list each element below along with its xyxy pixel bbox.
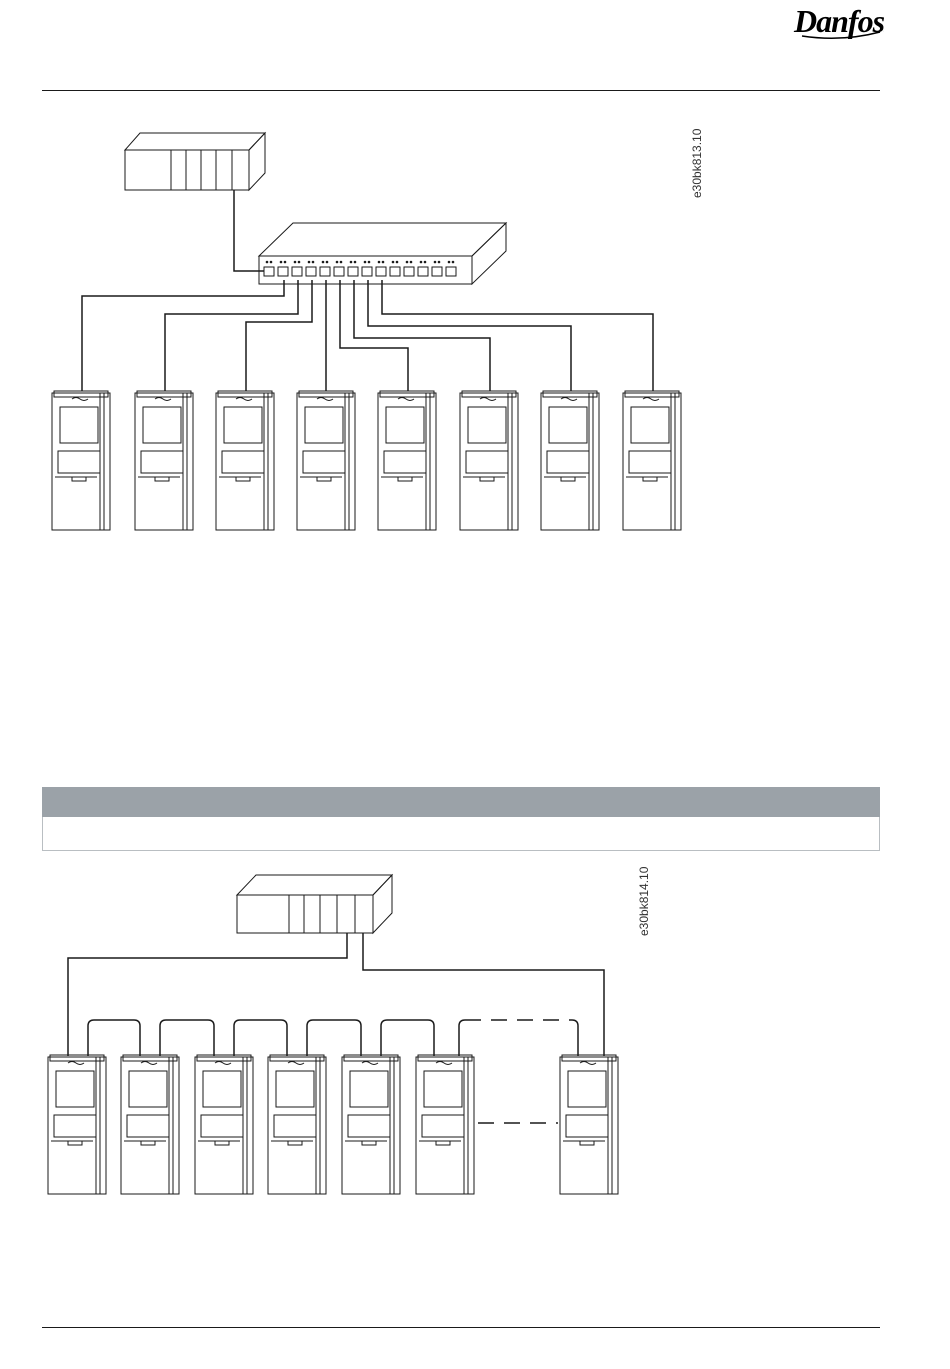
- frequency-drive: [52, 391, 110, 530]
- port-led: [410, 261, 412, 263]
- frequency-drive: [378, 391, 436, 530]
- brand-mark-icon: [236, 398, 252, 401]
- frequency-drive: [268, 1055, 326, 1194]
- header-rule: [42, 90, 880, 91]
- brand-mark-icon: [141, 1062, 157, 1065]
- port-led: [368, 261, 370, 263]
- switch-port: [432, 267, 442, 276]
- port-led: [420, 261, 422, 263]
- star-topology-diagram: [0, 100, 950, 560]
- table-header: [42, 787, 880, 817]
- frequency-drive: [195, 1055, 253, 1194]
- plc-controller: [237, 875, 392, 933]
- port-led: [294, 261, 296, 263]
- frequency-drive: [297, 391, 355, 530]
- port-led: [340, 261, 342, 263]
- port-led: [284, 261, 286, 263]
- port-led: [326, 261, 328, 263]
- brand-mark-icon: [480, 398, 496, 401]
- brand-mark-icon: [561, 398, 577, 401]
- frequency-drive: [460, 391, 518, 530]
- danfoss-logo: Danfoss: [792, 2, 884, 42]
- port-led: [266, 261, 268, 263]
- port-led: [364, 261, 366, 263]
- switch-port: [418, 267, 428, 276]
- port-led: [424, 261, 426, 263]
- switch-port: [306, 267, 316, 276]
- frequency-drive: [135, 391, 193, 530]
- brand-mark-icon: [72, 398, 88, 401]
- frequency-drive: [216, 391, 274, 530]
- brand-mark-icon: [436, 1062, 452, 1065]
- port-led: [308, 261, 310, 263]
- switch-port: [362, 267, 372, 276]
- switch-port: [292, 267, 302, 276]
- brand-mark-icon: [398, 398, 414, 401]
- switch-port: [320, 267, 330, 276]
- frequency-drive: [560, 1055, 618, 1194]
- brand-mark-icon: [155, 398, 171, 401]
- brand-mark-icon: [643, 398, 659, 401]
- port-led: [406, 261, 408, 263]
- switch-port: [376, 267, 386, 276]
- brand-mark-icon: [317, 398, 333, 401]
- line-topology-diagram: [0, 860, 950, 1210]
- frequency-drive: [541, 391, 599, 530]
- port-led: [448, 261, 450, 263]
- port-led: [382, 261, 384, 263]
- figure-code: e30bk813.10: [690, 129, 704, 198]
- switch-port: [446, 267, 456, 276]
- switch-port: [390, 267, 400, 276]
- frequency-drive: [48, 1055, 106, 1194]
- ethernet-switch: [259, 223, 506, 284]
- plc-controller: [125, 133, 265, 190]
- switch-port: [348, 267, 358, 276]
- switch-port: [334, 267, 344, 276]
- switch-port: [404, 267, 414, 276]
- frequency-drive: [623, 391, 681, 530]
- frequency-drive: [342, 1055, 400, 1194]
- port-led: [312, 261, 314, 263]
- port-led: [298, 261, 300, 263]
- table-body: [42, 817, 880, 851]
- brand-mark-icon: [215, 1062, 231, 1065]
- port-led: [378, 261, 380, 263]
- port-led: [322, 261, 324, 263]
- figure-star-topology: e30bk813.10: [0, 100, 950, 560]
- brand-mark-icon: [580, 1062, 596, 1065]
- port-led: [452, 261, 454, 263]
- port-led: [270, 261, 272, 263]
- frequency-drive: [121, 1055, 179, 1194]
- figure-code: e30bk814.10: [637, 867, 651, 936]
- figure-line-topology: e30bk814.10: [0, 860, 950, 1210]
- port-led: [336, 261, 338, 263]
- port-led: [350, 261, 352, 263]
- footer-rule: [42, 1327, 880, 1328]
- port-led: [354, 261, 356, 263]
- port-led: [438, 261, 440, 263]
- frequency-drive: [416, 1055, 474, 1194]
- switch-port: [264, 267, 274, 276]
- brand-mark-icon: [288, 1062, 304, 1065]
- ring-cables: [68, 933, 604, 1123]
- port-led: [396, 261, 398, 263]
- port-led: [434, 261, 436, 263]
- brand-mark-icon: [68, 1062, 84, 1065]
- brand-mark-icon: [362, 1062, 378, 1065]
- port-led: [280, 261, 282, 263]
- port-led: [392, 261, 394, 263]
- switch-port: [278, 267, 288, 276]
- drive-cables: [82, 280, 653, 391]
